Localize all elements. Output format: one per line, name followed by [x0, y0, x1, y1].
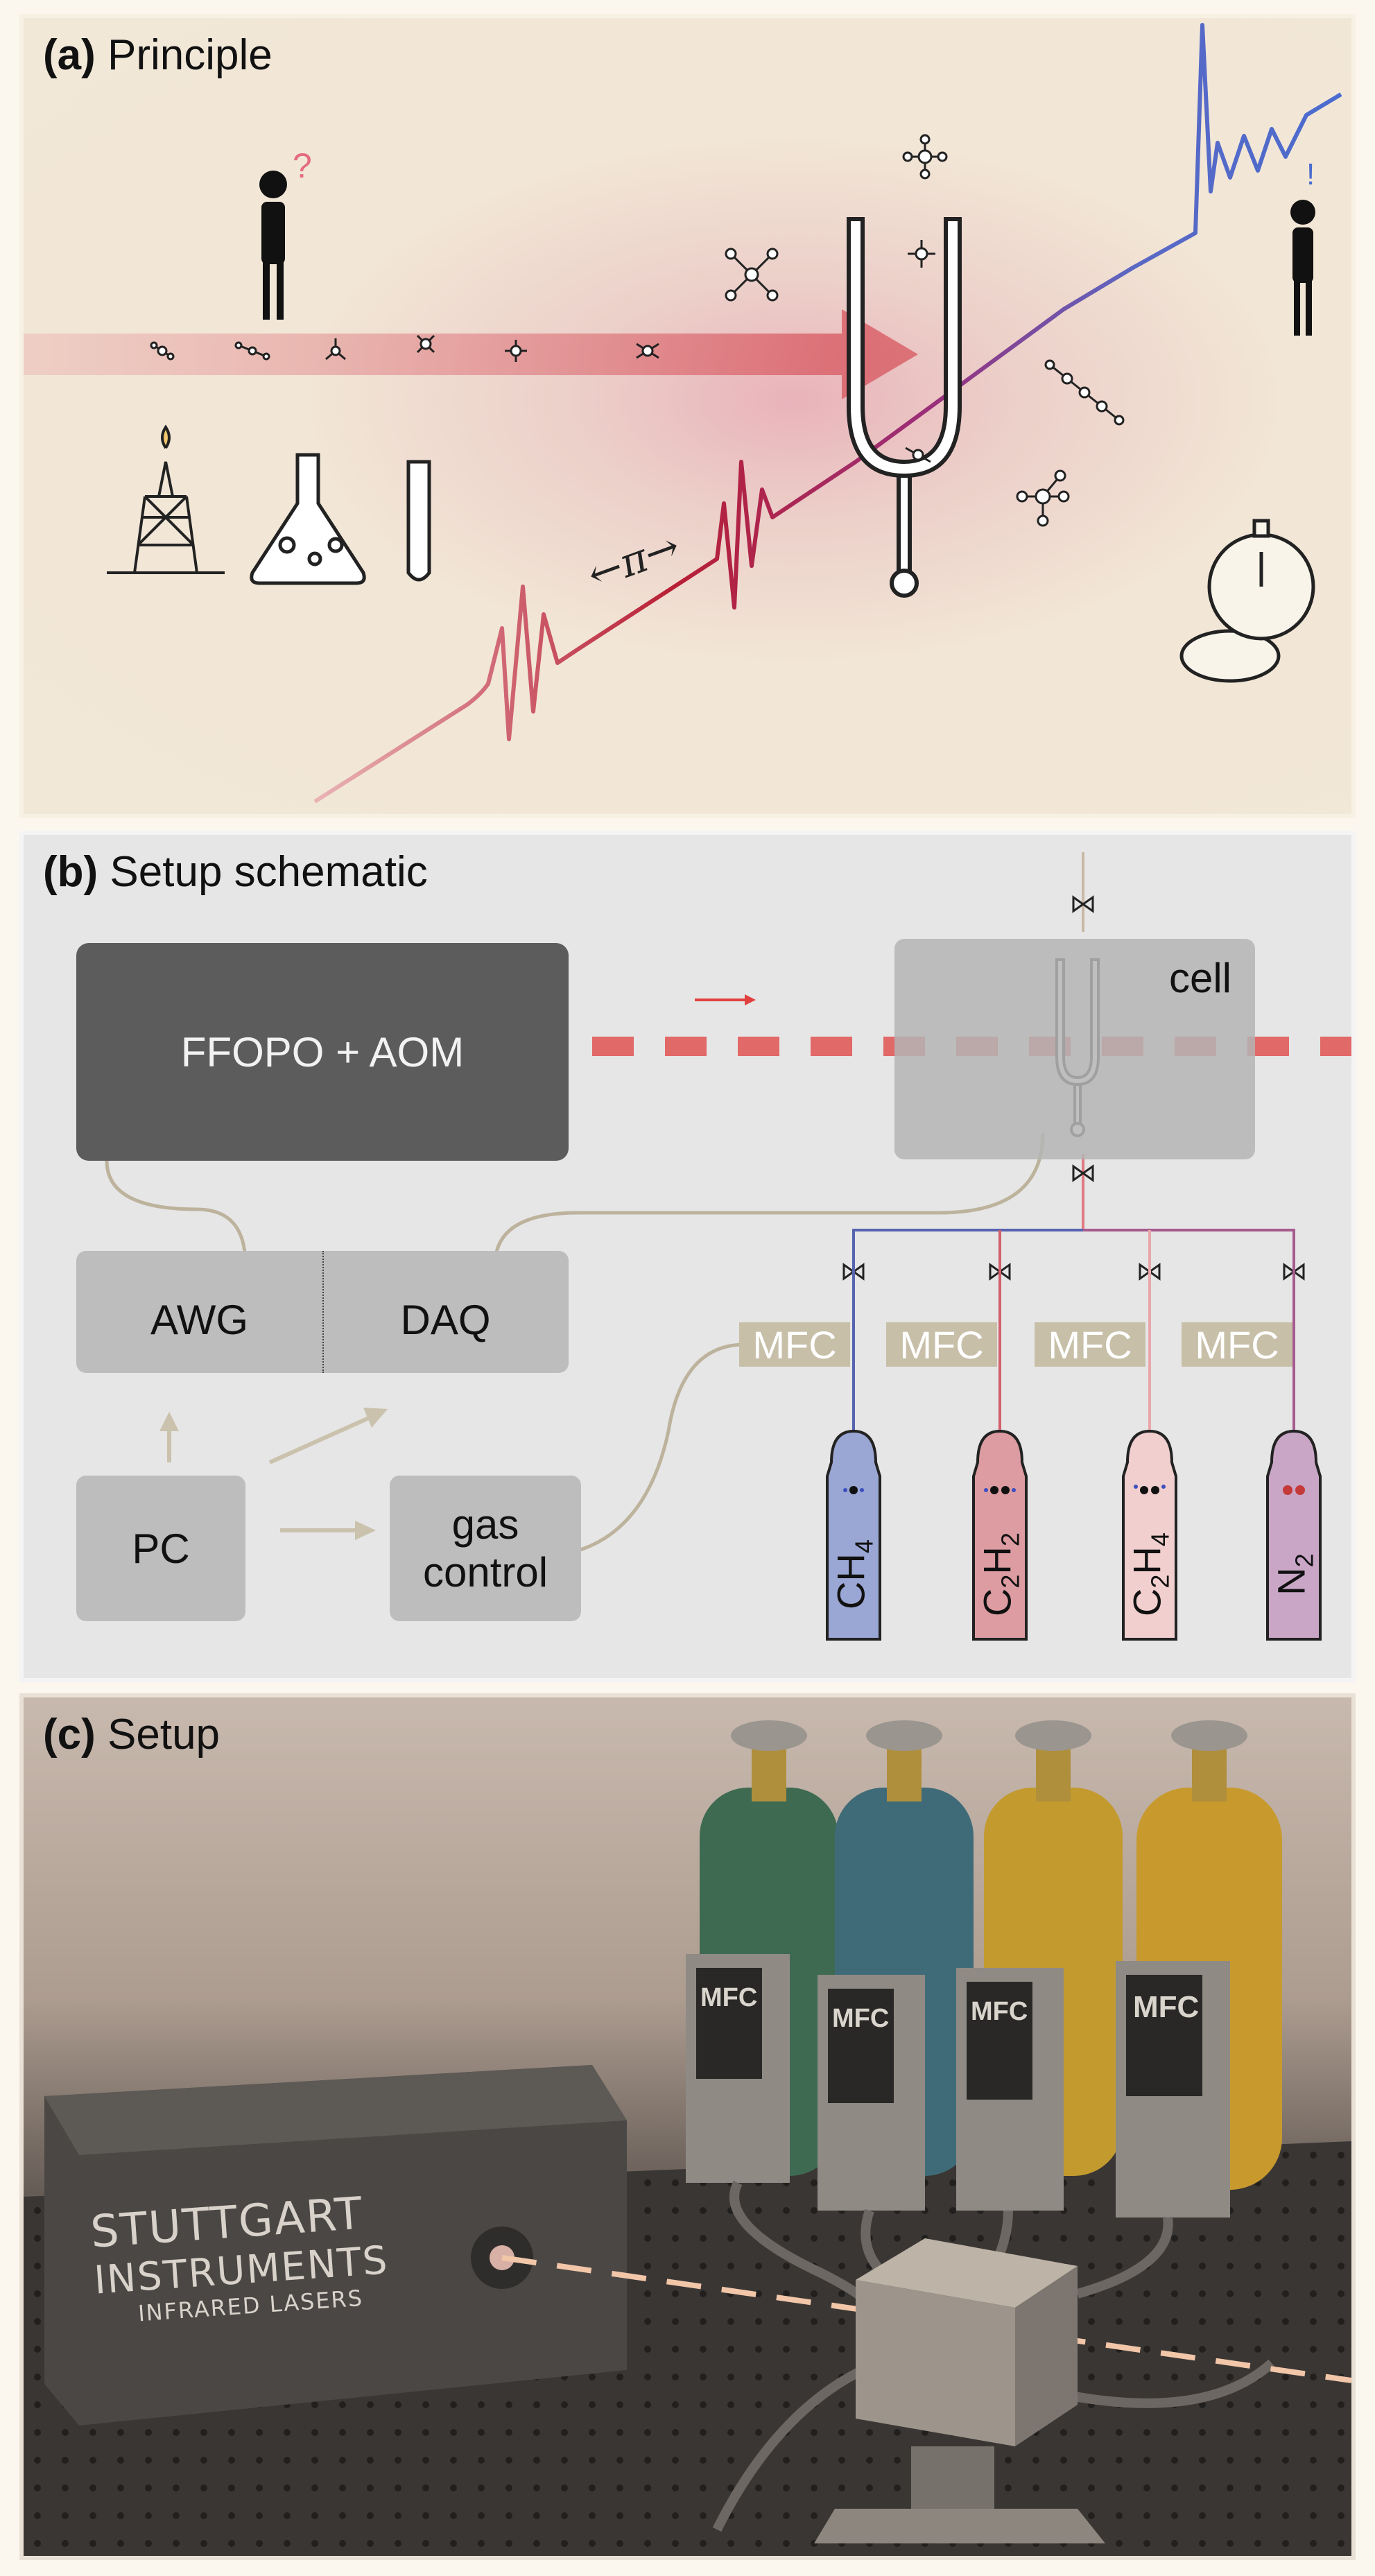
- laser-brand-text: STUTTGART INSTRUMENTS INFRARED LASERS: [89, 2186, 392, 2329]
- panel-b-text: Setup schematic: [110, 848, 428, 896]
- test-tube-icon: [406, 460, 431, 582]
- setup-photo-illustration: [24, 1720, 1351, 2556]
- panel-c-text: Setup: [107, 1711, 220, 1758]
- photo-laser-beam: [501, 2255, 1351, 2383]
- beam-direction-arrow: [695, 994, 756, 1005]
- panel-principle: ? !: [19, 14, 1356, 818]
- c2h2-h: H: [975, 1546, 1019, 1575]
- panel-a-title: (a) Principle: [43, 31, 273, 80]
- awg-daq-divider: [322, 1251, 324, 1373]
- molecule-icons: [150, 134, 1125, 527]
- bottle-label-c2h4: C2H4: [1124, 1523, 1175, 1627]
- photo-mfc-label-4: MFC: [1133, 1990, 1200, 2024]
- photo-gas-cell: [814, 2238, 1105, 2543]
- panel-a-letter: (a): [43, 31, 96, 79]
- n2-main: N: [1269, 1567, 1313, 1596]
- bottle-label-n2: N2: [1268, 1540, 1319, 1609]
- ch4-sub: 4: [849, 1539, 879, 1554]
- c2h2-h-sub: 2: [996, 1532, 1025, 1547]
- panel-b-title: (b) Setup schematic: [43, 847, 428, 897]
- cell-label: cell: [1168, 955, 1231, 1001]
- happy-person-icon: !: [1290, 157, 1315, 336]
- panel-c-title: (c) Setup: [43, 1710, 220, 1759]
- svg-text:!: !: [1306, 157, 1315, 191]
- mfc-label-3: MFC: [1035, 1322, 1145, 1367]
- panel-setup-photo: (c) Setup STUTTGART INSTRUMENTS INFRARED…: [19, 1693, 1356, 2560]
- pc-box: PC: [76, 1476, 245, 1621]
- daq-label: DAQ: [400, 1297, 491, 1343]
- photo-mfc-label-3: MFC: [971, 1997, 1028, 2026]
- stopwatch-icon: [1179, 519, 1315, 683]
- gas-control-box: gas control: [390, 1476, 581, 1621]
- c2h4-c: C: [1125, 1588, 1169, 1617]
- bottle-label-c2h2: C2H2: [974, 1523, 1025, 1627]
- awg-label: AWG: [150, 1297, 249, 1343]
- awg-daq-box: AWG DAQ: [76, 1251, 569, 1373]
- cell-box: cell: [894, 939, 1255, 1159]
- c2h2-c: C: [975, 1588, 1019, 1617]
- ch4-main: CH: [829, 1553, 873, 1610]
- svg-text:?: ?: [293, 146, 312, 185]
- flow-arrows: [159, 1408, 388, 1540]
- bottle-label-ch4: CH4: [828, 1533, 879, 1616]
- photo-mfc-boxes: [686, 1954, 1230, 2218]
- flask-icon: [250, 453, 366, 585]
- principle-illustration: ? !: [24, 23, 1342, 804]
- gas-bottles: [826, 1429, 1322, 1641]
- pulse-wave: [313, 23, 1342, 804]
- valve-icons: [842, 895, 1305, 1281]
- photo-mfc-label-1: MFC: [700, 1983, 758, 2012]
- panel-c-letter: (c): [43, 1711, 96, 1758]
- ffopo-aom-box: FFOPO + AOM: [76, 943, 569, 1161]
- mfc-label-2: MFC: [886, 1322, 997, 1367]
- mfc-label-1: MFC: [739, 1322, 850, 1367]
- panel-setup-schematic: (b) Setup schematic FFOPO + AOM cell AWG…: [19, 831, 1356, 1682]
- c2h4-h: H: [1125, 1546, 1169, 1575]
- panel-b-letter: (b): [43, 848, 98, 896]
- mfc-label-4: MFC: [1182, 1322, 1292, 1367]
- puzzled-person-icon: ?: [259, 146, 312, 320]
- c2h4-c-sub: 2: [1145, 1574, 1175, 1589]
- photo-mfc-label-2: MFC: [832, 2004, 890, 2033]
- c2h2-c-sub: 2: [996, 1574, 1025, 1589]
- oil-derrick-icon: [107, 424, 225, 574]
- tuning-fork-icon: [847, 217, 962, 598]
- c2h4-h-sub: 4: [1145, 1532, 1175, 1547]
- n2-sub: 2: [1290, 1553, 1319, 1568]
- molecule-flow-arrow: [24, 309, 918, 399]
- panel-a-text: Principle: [107, 31, 273, 79]
- bottle-molecule-icons: [843, 1485, 1305, 1495]
